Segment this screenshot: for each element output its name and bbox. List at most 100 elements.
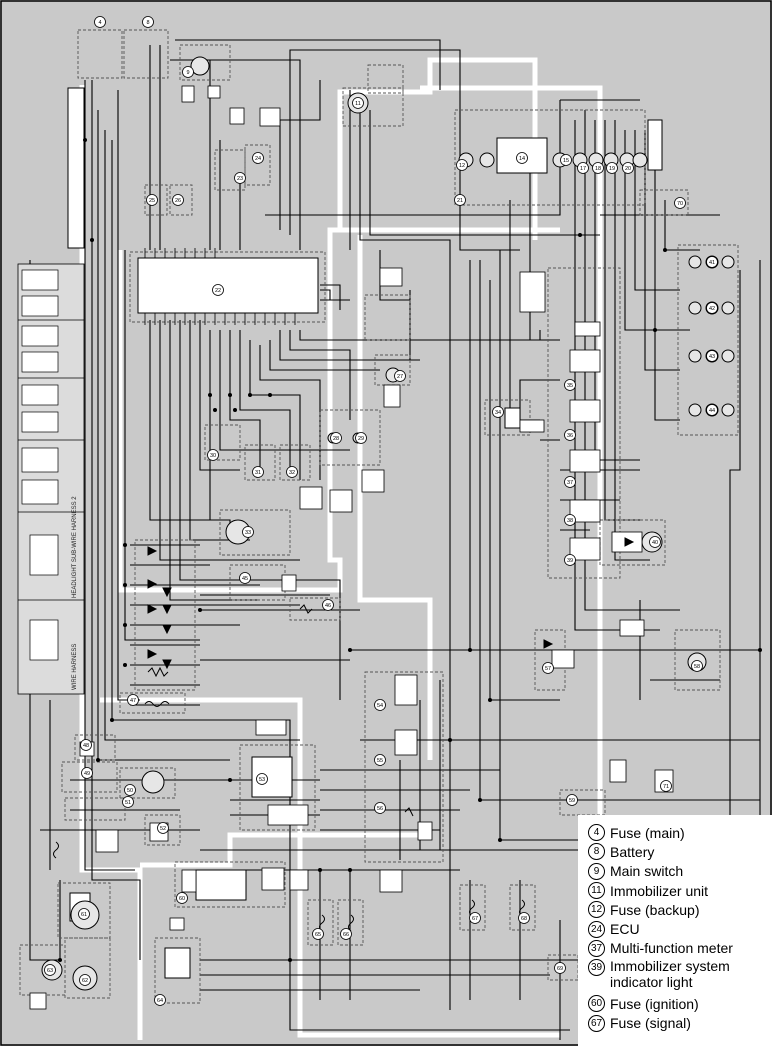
component-number: 24	[588, 920, 605, 938]
legend-item: 12 Fuse (backup)	[588, 900, 772, 919]
component-tag-number: 14	[519, 156, 525, 162]
component-tag: 71	[660, 780, 672, 792]
component-tag-number: 30	[210, 453, 216, 459]
component-tag-number: 37	[567, 480, 573, 486]
junctions	[58, 138, 762, 962]
component-tag: 69	[554, 962, 566, 974]
component-tag: 54	[374, 699, 386, 711]
component-tag: 14	[516, 152, 528, 164]
component-tag: 20	[622, 162, 634, 174]
component-tag: 44	[706, 404, 718, 416]
component-tag-number: 42	[709, 306, 715, 312]
component-tag-number: 4	[98, 20, 101, 26]
fuse-symbols	[53, 604, 525, 932]
component-label: Multi-function meter	[610, 940, 733, 957]
component-tag: 8	[142, 16, 154, 28]
component-tag: 46	[322, 599, 334, 611]
component-tag: 19	[606, 162, 618, 174]
component-tag-number: 49	[84, 771, 90, 777]
component-number: 11	[588, 882, 605, 900]
component-tag: 27	[394, 370, 406, 382]
component-tag-number: 68	[521, 916, 527, 922]
component-tag-number: 19	[609, 166, 615, 172]
component-tag: 63	[44, 964, 56, 976]
box-31	[123, 29, 169, 79]
legend-item: 4 Fuse (main)	[588, 823, 772, 842]
component-tag: 26	[172, 194, 184, 206]
wire-harness-label: WIRE HARNESS	[72, 644, 78, 690]
headlight-sub-wire-harness-2-label: HEADLIGHT SUB-WIRE HARNESS 2	[72, 496, 78, 598]
component-tag-number: 24	[255, 156, 261, 162]
component-number: 39	[588, 959, 605, 977]
component-tag-number: 58	[694, 664, 700, 670]
component-tag: 30	[207, 449, 219, 461]
component-tag-number: 38	[567, 518, 573, 524]
component-number: 37	[588, 939, 605, 957]
component-tag: 29	[355, 432, 367, 444]
diodes-fuses	[147, 537, 635, 670]
component-tag-number: 21	[457, 198, 463, 204]
legend-item: 9 Main switch	[588, 862, 772, 881]
component-tag: 9	[182, 66, 194, 78]
legend-item: 60 Fuse (ignition)	[588, 994, 772, 1013]
box-24-ecu	[129, 251, 326, 323]
component-tag: 41	[706, 256, 718, 268]
legend-item: 8 Battery	[588, 842, 772, 861]
component-tag-number: 25	[149, 198, 155, 204]
component-tag-number: 61	[81, 912, 87, 918]
component-tag-number: 27	[397, 374, 403, 380]
component-tag: 64	[154, 994, 166, 1006]
legend-item: 67 Fuse (signal)	[588, 1013, 772, 1032]
component-tag: 37	[564, 476, 576, 488]
component-tag-number: 9	[186, 70, 189, 76]
component-tag: 24	[252, 152, 264, 164]
component-tag-number: 59	[569, 798, 575, 804]
component-tag: 51	[122, 796, 134, 808]
legend-item: 37 Multi-function meter	[588, 939, 772, 958]
component-tag: 12	[456, 159, 468, 171]
component-tag: 67	[469, 912, 481, 924]
component-tag-number: 65	[315, 932, 321, 938]
component-number: 4	[588, 824, 605, 842]
component-tag-number: 63	[47, 968, 53, 974]
component-tag: 32	[286, 466, 298, 478]
component-tag: 60	[176, 892, 188, 904]
component-tag-number: 29	[358, 436, 364, 442]
component-tag-number: 46	[325, 603, 331, 609]
component-tag-number: 48	[83, 743, 89, 749]
component-tag: 68	[518, 912, 530, 924]
component-number: 67	[588, 1014, 605, 1032]
component-tag: 48	[80, 739, 92, 751]
component-number: 60	[588, 995, 605, 1013]
component-label: Fuse (main)	[610, 824, 685, 841]
component-tag: 28	[330, 432, 342, 444]
component-tag-number: 66	[343, 932, 349, 938]
component-tag: 57	[542, 662, 554, 674]
component-tag-number: 64	[157, 998, 163, 1004]
component-tag: 17	[577, 162, 589, 174]
component-tag: 25	[146, 194, 158, 206]
legend-item: 39 Immobilizer system indicator light	[588, 958, 772, 994]
component-tag-number: 31	[255, 470, 261, 476]
component-tag: 23	[234, 172, 246, 184]
component-tag-number: 20	[625, 166, 631, 172]
component-tag-number: 71	[663, 784, 669, 790]
component-tag-number: 67	[472, 916, 478, 922]
component-tag: 55	[374, 754, 386, 766]
component-tag: 33	[242, 526, 254, 538]
component-label: Immobilizer system indicator light	[610, 958, 730, 991]
component-tag: 22	[212, 284, 224, 296]
component-tag-number: 32	[289, 470, 295, 476]
box-11-immobilizer	[239, 744, 316, 831]
component-tag: 53	[256, 773, 268, 785]
component-tag-number: 52	[160, 826, 166, 832]
component-tag-number: 56	[377, 806, 383, 812]
component-tag: 49	[81, 767, 93, 779]
component-tag: 36	[564, 429, 576, 441]
component-tag: 42	[706, 302, 718, 314]
component-tag-number: 22	[215, 288, 221, 294]
component-label: Fuse (signal)	[610, 1015, 691, 1032]
harness-right-trunk	[420, 85, 603, 990]
component-tag: 11	[352, 97, 364, 109]
